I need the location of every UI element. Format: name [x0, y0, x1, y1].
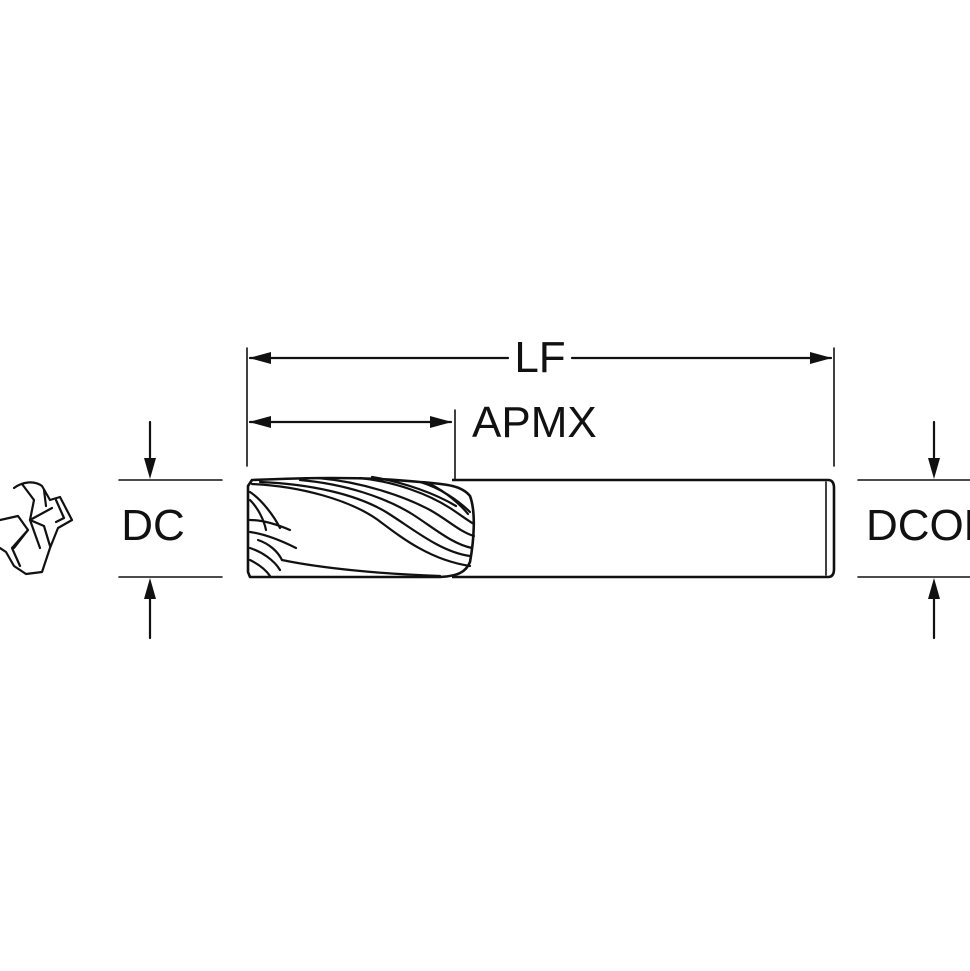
dc-label: DC — [121, 501, 185, 550]
lf-label: LF — [514, 333, 565, 382]
dcon-label: DCON — [866, 501, 970, 550]
end-mill-side-view-icon — [246, 475, 836, 579]
dcon-dimension: DCON — [857, 420, 970, 640]
dcon-arrow-down-icon — [928, 458, 940, 479]
dc-arrow-down-icon — [144, 458, 156, 479]
end-view-icon — [0, 481, 74, 576]
apmx-dimension: APMX — [248, 398, 597, 521]
dc-arrow-up-icon — [144, 578, 156, 599]
shank — [452, 478, 836, 579]
dc-dimension: DC — [118, 420, 223, 640]
apmx-label: APMX — [472, 398, 597, 447]
apmx-arrow-left-icon — [249, 416, 271, 428]
apmx-arrow-right-icon — [430, 416, 452, 428]
lf-dimension: LF — [246, 333, 835, 467]
lf-arrow-right-icon — [810, 352, 832, 364]
dcon-arrow-up-icon — [928, 578, 940, 599]
lf-arrow-left-icon — [249, 352, 271, 364]
